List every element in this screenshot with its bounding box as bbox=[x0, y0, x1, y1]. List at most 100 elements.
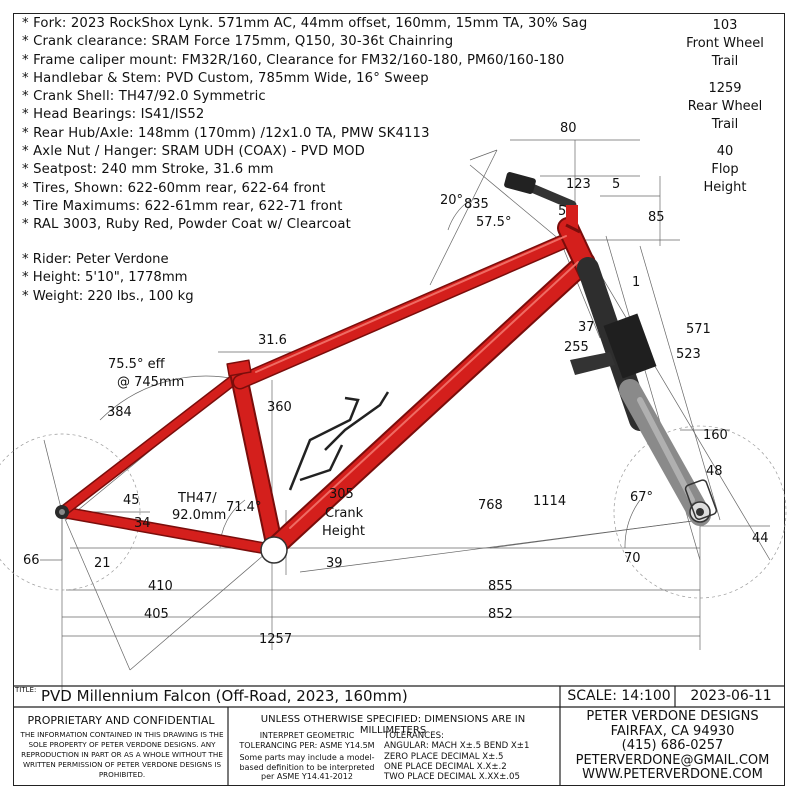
spec-fork: * Fork: 2023 RockShox Lynk. 571mm AC, 44… bbox=[22, 16, 588, 31]
dim-123: 123 bbox=[566, 177, 591, 192]
spec-tires-shown: * Tires, Shown: 622-60mm rear, 622-64 fr… bbox=[22, 180, 326, 196]
spec-axle-nut: * Axle Nut / Hanger: SRAM UDH (COAX) - P… bbox=[22, 144, 365, 160]
dimension-lines bbox=[0, 139, 787, 690]
spec-crank-shell: * Crank Shell: TH47/92.0 Symmetric bbox=[22, 89, 266, 105]
spec-list: * Fork: 2023 RockShox Lynk. 571mm AC, 44… bbox=[22, 15, 622, 235]
spec-tire-max: * Tire Maximums: 622-61mm rear, 622-71 f… bbox=[22, 198, 343, 214]
interpret-line-2: TOLERANCING PER: ASME Y14.5M bbox=[239, 741, 375, 750]
dim-80: 80 bbox=[560, 121, 577, 136]
dim-255: 255 bbox=[564, 340, 589, 355]
dim-37: 37 bbox=[578, 320, 595, 335]
units-note: UNLESS OTHERWISE SPECIFIED: DIMENSIONS A… bbox=[260, 714, 526, 736]
dim-31-6: 31.6 bbox=[258, 333, 287, 348]
dim-67-deg: 67° bbox=[630, 490, 654, 505]
dim-360: 360 bbox=[267, 400, 292, 415]
flop-height: 40 Flop Height bbox=[670, 143, 780, 197]
flop-value: 40 bbox=[716, 144, 734, 159]
proprietary-notice: THE INFORMATION CONTAINED IN THIS DRAWIN… bbox=[20, 730, 224, 779]
drawing-border bbox=[13, 13, 785, 786]
dim-5-top: 5 bbox=[612, 177, 621, 192]
dim-45: 45 bbox=[123, 493, 140, 508]
dim-305: 305 bbox=[329, 487, 354, 502]
tolerance-one-place: ONE PLACE DECIMAL X.X±.2 bbox=[384, 761, 507, 772]
dim-70: 70 bbox=[624, 551, 641, 566]
rider-weight: * Weight: 220 lbs., 100 kg bbox=[22, 288, 194, 304]
dim-768: 768 bbox=[478, 498, 503, 513]
spec-head-bearings: * Head Bearings: IS41/IS52 bbox=[22, 107, 205, 123]
bottle-cages bbox=[288, 391, 390, 491]
dim-th47: TH47/ bbox=[178, 491, 217, 506]
dim-855: 855 bbox=[488, 579, 513, 594]
tolerances-heading: TOLERANCES: bbox=[384, 731, 444, 741]
company-website[interactable]: WWW.PETERVERDONE.COM bbox=[582, 767, 763, 783]
rear-trail-value: 1259 bbox=[708, 81, 742, 96]
dim-57-5-deg: 57.5° bbox=[476, 215, 512, 230]
spec-seatpost: * Seatpost: 240 mm Stroke, 31.6 mm bbox=[22, 162, 274, 178]
dim-44: 44 bbox=[752, 531, 769, 546]
spec-handlebar-stem: * Handlebar & Stem: PVD Custom, 785mm Wi… bbox=[22, 70, 429, 86]
dim-523: 523 bbox=[676, 347, 701, 362]
company-email[interactable]: PETERVERDONE@GMAIL.COM bbox=[575, 752, 770, 768]
title-row: TITLE: PVD Millennium Falcon (Off-Road, … bbox=[13, 686, 785, 706]
dim-66: 66 bbox=[23, 553, 40, 568]
title-label: TITLE: bbox=[15, 686, 37, 694]
dim-852: 852 bbox=[488, 607, 513, 622]
rider-name: * Rider: Peter Verdone bbox=[22, 252, 169, 267]
fork bbox=[570, 257, 718, 526]
flop-label-2: Height bbox=[703, 180, 747, 195]
dim-at-745: @ 745mm bbox=[117, 375, 185, 390]
model-based-note: Some parts may include a model-based def… bbox=[239, 753, 375, 781]
tolerance-zero-place: ZERO PLACE DECIMAL X±.5 bbox=[384, 751, 504, 762]
dim-1114: 1114 bbox=[533, 494, 567, 509]
dim-71-4-deg: 71.4° bbox=[226, 500, 262, 515]
company-name: PETER VERDONE DESIGNS bbox=[586, 709, 759, 724]
crank-height-label: Crank bbox=[325, 506, 364, 521]
dim-20-deg: 20° bbox=[440, 193, 464, 208]
dim-835: 835 bbox=[464, 197, 489, 212]
rider-info: * Rider: Peter Verdone * Height: 5'10", … bbox=[22, 251, 194, 306]
interpret-line-1: INTERPRET GEOMETRIC bbox=[259, 731, 355, 740]
spec-caliper-mount: * Frame caliper mount: FM32R/160, Cleara… bbox=[22, 52, 565, 68]
dim-21: 21 bbox=[94, 556, 111, 571]
drawing-title: PVD Millennium Falcon (Off-Road, 2023, 1… bbox=[41, 687, 408, 705]
spec-rear-hub: * Rear Hub/Axle: 148mm (170mm) /12x1.0 T… bbox=[22, 125, 430, 141]
company-block: PETER VERDONE DESIGNS FAIRFAX, CA 94930 … bbox=[560, 709, 785, 783]
front-trail: 103 Front Wheel Trail bbox=[670, 17, 780, 71]
spec-paint: * RAL 3003, Ruby Red, Powder Coat w/ Cle… bbox=[22, 217, 351, 233]
rear-trail-label: Rear Wheel bbox=[687, 99, 763, 114]
dim-48: 48 bbox=[706, 464, 723, 479]
dim-75-5-eff: 75.5° eff bbox=[108, 357, 165, 372]
rider-height: * Height: 5'10", 1778mm bbox=[22, 270, 188, 286]
front-trail-value: 103 bbox=[712, 18, 738, 33]
tolerancing-note: INTERPRET GEOMETRIC TOLERANCING PER: ASM… bbox=[232, 731, 382, 751]
rear-trail: 1259 Rear Wheel Trail bbox=[670, 80, 780, 134]
cockpit bbox=[504, 172, 581, 234]
dim-384: 384 bbox=[107, 405, 132, 420]
dim-405: 405 bbox=[144, 607, 169, 622]
spec-crank-clearance: * Crank clearance: SRAM Force 175mm, Q15… bbox=[22, 34, 454, 50]
dim-160: 160 bbox=[703, 428, 728, 443]
dim-410: 410 bbox=[148, 579, 173, 594]
rear-trail-label-2: Trail bbox=[711, 117, 739, 132]
drawing-date: 2023-06-11 bbox=[690, 688, 772, 704]
tolerance-two-place: TWO PLACE DECIMAL X.XX±.05 bbox=[384, 772, 520, 783]
tolerances: TOLERANCES: ANGULAR: MACH X±.5 BEND X±1 … bbox=[384, 731, 560, 782]
dim-85: 85 bbox=[648, 210, 665, 225]
dim-39: 39 bbox=[326, 556, 343, 571]
dim-1: 1 bbox=[632, 275, 641, 290]
crank-height-label-2: Height bbox=[322, 524, 365, 539]
dim-5-stem: 5 bbox=[558, 204, 567, 219]
company-phone: (415) 686-0257 bbox=[621, 738, 724, 754]
tolerance-angular: ANGULAR: MACH X±.5 BEND X±1 bbox=[384, 741, 530, 752]
front-trail-label-2: Trail bbox=[711, 54, 739, 69]
flop-label: Flop bbox=[711, 162, 739, 177]
proprietary-heading: PROPRIETARY AND CONFIDENTIAL bbox=[27, 714, 215, 727]
dim-1257: 1257 bbox=[259, 632, 293, 647]
company-city: FAIRFAX, CA 94930 bbox=[610, 723, 735, 739]
drawing-scale: SCALE: 14:100 bbox=[567, 688, 671, 704]
dim-34: 34 bbox=[134, 516, 151, 531]
dim-571: 571 bbox=[686, 322, 711, 337]
dim-92mm: 92.0mm bbox=[172, 508, 227, 523]
